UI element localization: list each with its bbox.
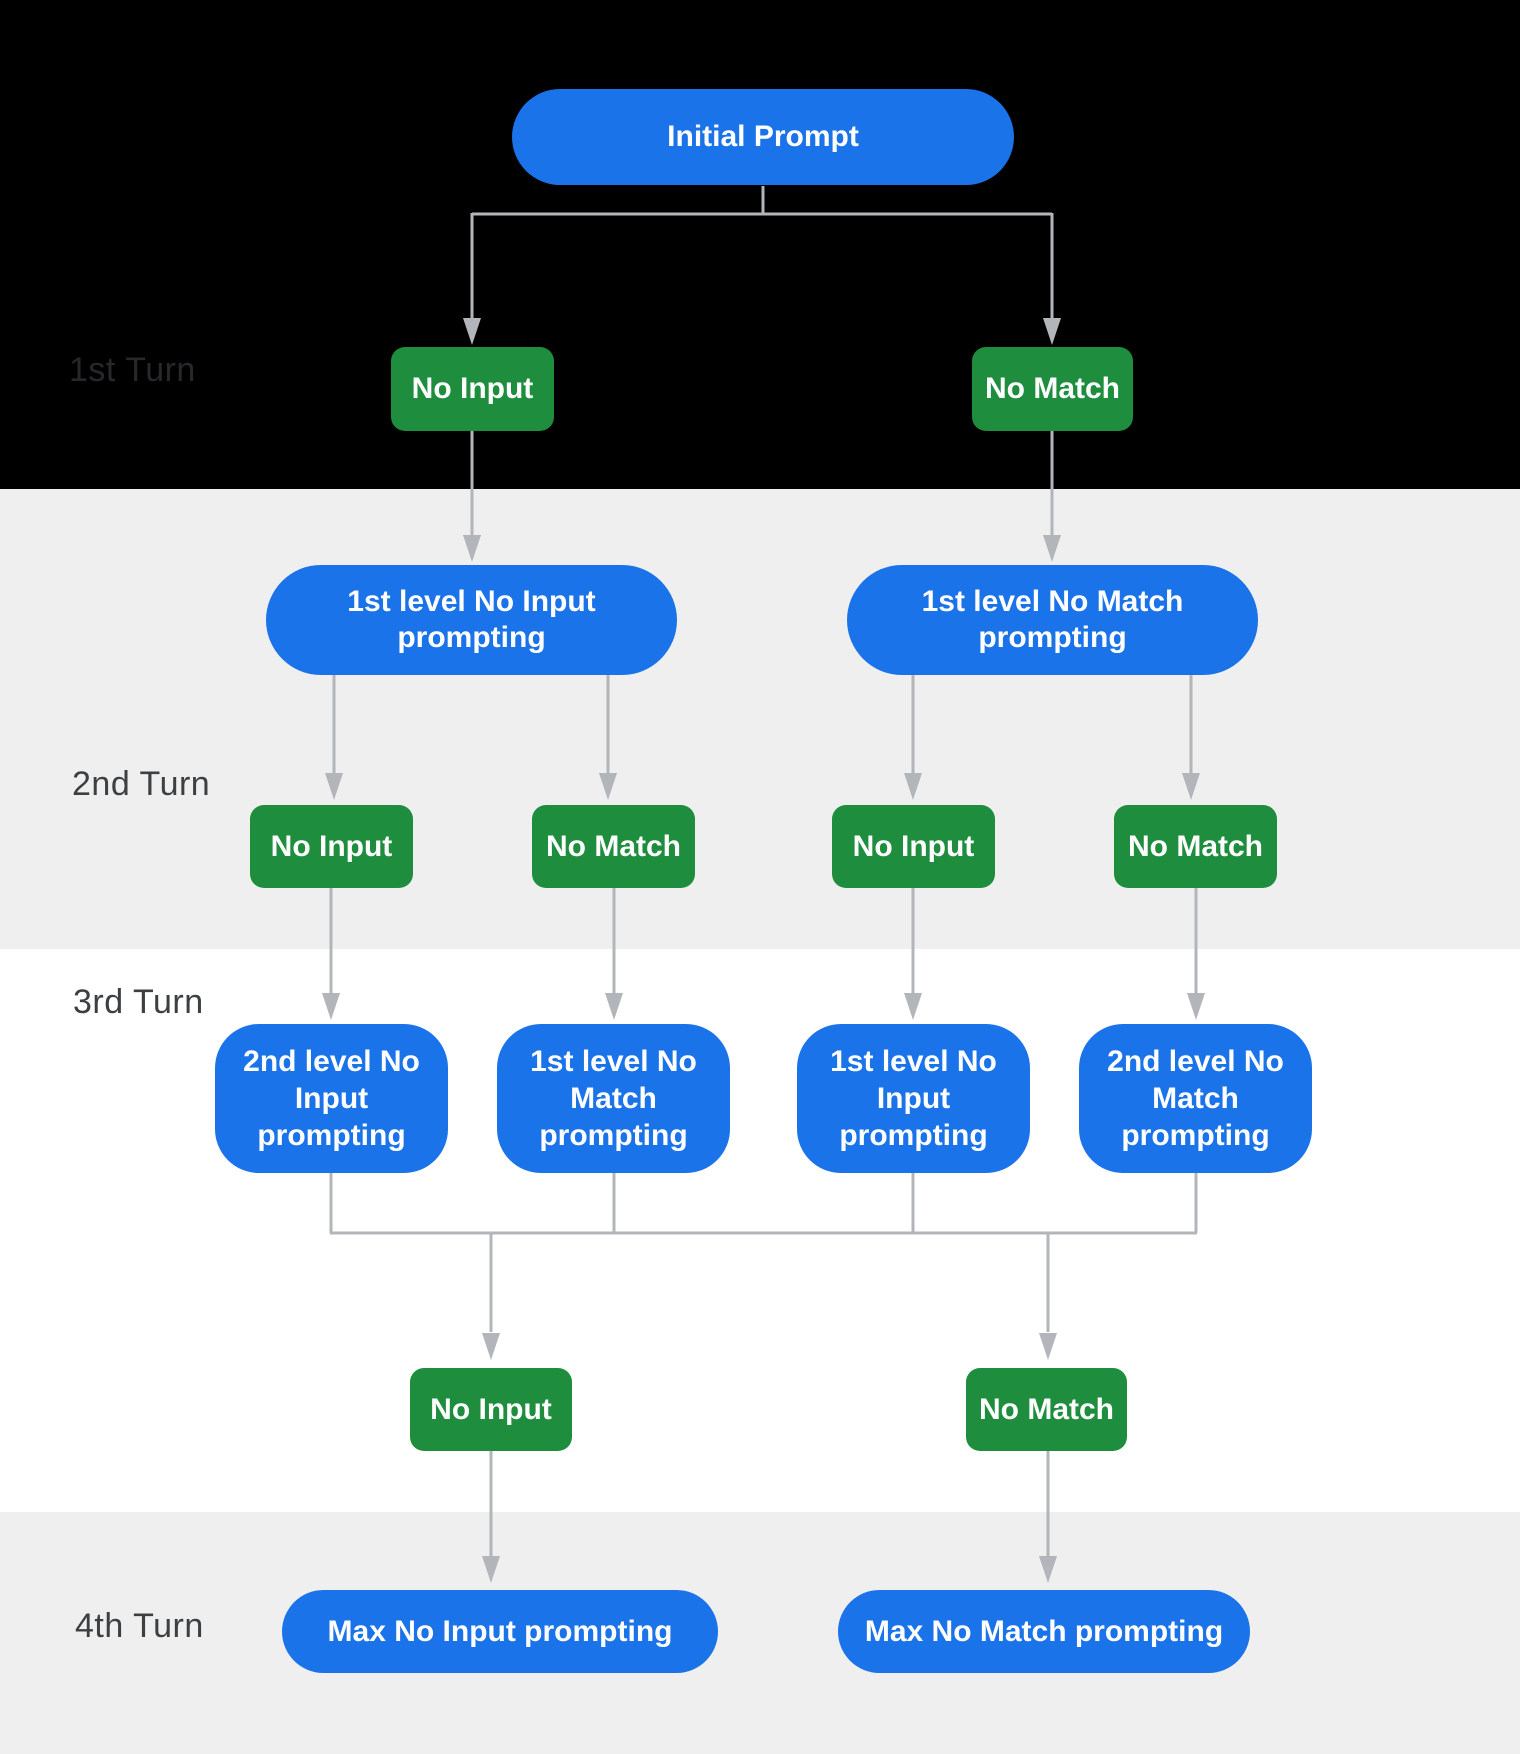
section-turn4-background (0, 1512, 1520, 1754)
arrowhead-icon (463, 318, 481, 345)
connector-turn3-to-turn4 (482, 1451, 1057, 1583)
arrowhead-icon (904, 993, 922, 1020)
turn3-1st-level-no-input-prompting-node: 1st level No Input prompting (797, 1024, 1030, 1173)
section-turn1-background (0, 0, 1520, 489)
arrowhead-icon (605, 993, 623, 1020)
connector-initial-split (463, 186, 1061, 345)
arrowhead-icon (322, 993, 340, 1020)
turn2-label: 2nd Turn (72, 765, 211, 803)
max-no-input-prompting-node: Max No Input prompting (282, 1590, 718, 1673)
turn2-no-input-node-b: No Input (832, 805, 995, 888)
turn2-no-match-node-a: No Match (532, 805, 695, 888)
connector-level1-to-turn2 (325, 675, 1200, 800)
turn3-no-input-node: No Input (410, 1368, 572, 1451)
connector-turn2-to-turn3 (322, 888, 1205, 1020)
arrowhead-icon (1043, 535, 1061, 562)
turn4-label: 4th Turn (75, 1607, 204, 1645)
turn2-no-input-node-a: No Input (250, 805, 413, 888)
level1-no-input-prompting-node: 1st level No Input prompting (266, 565, 677, 675)
initial-prompt-node: Initial Prompt (512, 89, 1014, 185)
arrowhead-icon (599, 773, 617, 800)
turn1-no-match-node: No Match (972, 347, 1133, 431)
turn2-no-match-node-b: No Match (1114, 805, 1277, 888)
connector-turn3-merge (329, 1173, 1198, 1360)
turn3-no-match-node: No Match (966, 1368, 1127, 1451)
arrowhead-icon (1182, 773, 1200, 800)
connector-turn1-to-level1 (463, 431, 1061, 562)
turn1-label: 1st Turn (69, 351, 196, 389)
turn1-no-input-node: No Input (391, 347, 554, 431)
arrowhead-icon (1039, 1333, 1057, 1360)
turn3-2nd-level-no-match-prompting-node: 2nd level No Match prompting (1079, 1024, 1312, 1173)
turn3-2nd-level-no-input-prompting-node: 2nd level No Input prompting (215, 1024, 448, 1173)
turn3-label: 3rd Turn (73, 983, 204, 1021)
arrowhead-icon (482, 1556, 500, 1583)
arrowhead-icon (1187, 993, 1205, 1020)
arrowhead-icon (904, 773, 922, 800)
max-no-match-prompting-node: Max No Match prompting (838, 1590, 1250, 1673)
arrowhead-icon (1039, 1556, 1057, 1583)
arrowhead-icon (463, 535, 481, 562)
turn3-1st-level-no-match-prompting-node: 1st level No Match prompting (497, 1024, 730, 1173)
level1-no-match-prompting-node: 1st level No Match prompting (847, 565, 1258, 675)
arrowhead-icon (482, 1333, 500, 1360)
arrowhead-icon (325, 773, 343, 800)
arrowhead-icon (1043, 318, 1061, 345)
